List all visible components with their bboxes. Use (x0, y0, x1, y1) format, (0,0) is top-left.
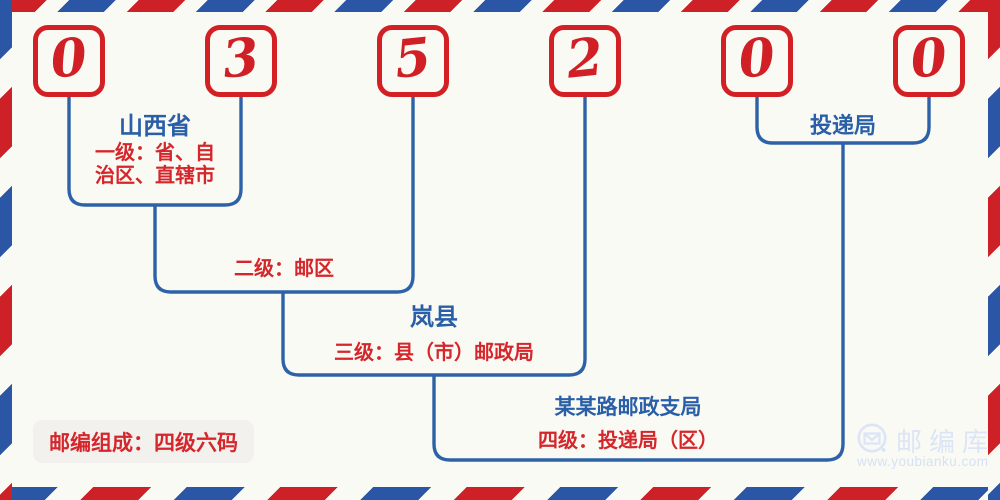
bracket-level3 (281, 97, 587, 377)
bracket-level4 (432, 143, 845, 462)
postal-digit-4: 2 (563, 26, 606, 91)
level3-description: 三级：县（市）邮政局 (334, 342, 534, 364)
postal-digit-box-2: 3 (205, 25, 277, 97)
level2-description: 二级：邮区 (234, 258, 334, 280)
postal-digit-box-3: 5 (377, 25, 449, 97)
postal-digit-box-4: 2 (549, 25, 621, 97)
airmail-border-right (988, 0, 1000, 500)
postcode-composition-label: 邮编组成：四级六码 (49, 431, 238, 455)
postal-digit-6: 0 (907, 26, 950, 91)
level1-description-line2: 治区、直辖市 (95, 165, 215, 187)
airmail-border-top (0, 0, 1000, 12)
postal-digit-5: 0 (735, 26, 778, 91)
level3-region-name: 岚县 (410, 304, 458, 331)
site-watermark: 邮编库 www.youbianku.com (856, 421, 996, 471)
delivery-office-label: 投递局 (809, 113, 876, 138)
envelope-circle-icon (857, 423, 887, 453)
watermark-url-text: www.youbianku.com (857, 454, 989, 469)
airmail-border-left (0, 0, 12, 500)
level1-description-line1: 一级：省、自 (95, 142, 215, 164)
level4-office-name: 某某路邮政支局 (554, 396, 702, 419)
postal-digit-box-1: 0 (33, 25, 105, 97)
bracket-delivery (755, 97, 931, 145)
watermark-brand-text: 邮编库 (896, 427, 996, 457)
postal-digit-2: 3 (219, 26, 262, 91)
postcode-composition-badge: 邮编组成：四级六码 (33, 420, 254, 463)
postal-digit-3: 5 (391, 26, 434, 91)
postal-digit-1: 0 (47, 26, 90, 91)
postal-digit-box-5: 0 (721, 25, 793, 97)
airmail-border-bottom (0, 487, 1000, 500)
level1-description: 一级：省、自 治区、直辖市 (49, 142, 261, 188)
level4-description: 四级：投递局（区） (538, 430, 718, 452)
postal-digit-box-6: 0 (893, 25, 965, 97)
level1-region-name: 山西省 (119, 113, 191, 140)
